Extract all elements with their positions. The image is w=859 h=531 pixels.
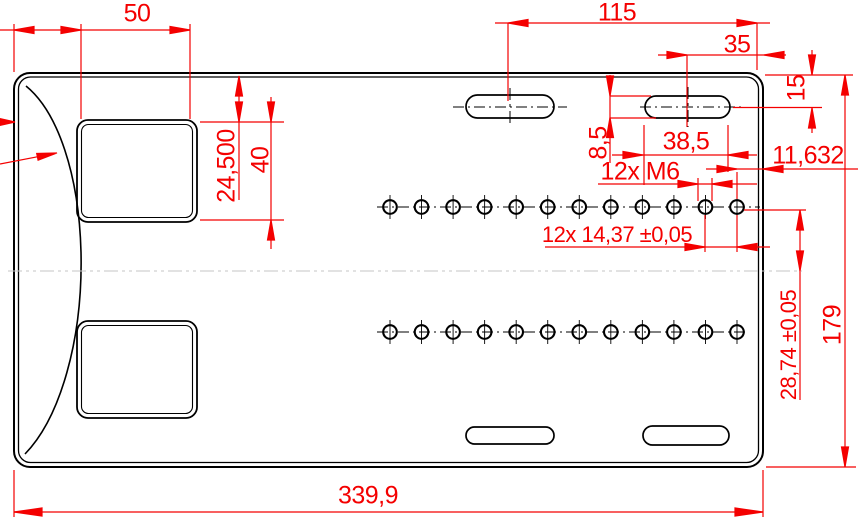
dim-label-28-74: 28,74 ±0,05 (776, 289, 801, 401)
part-outline (13, 72, 764, 468)
dim-label-35: 35 (723, 30, 751, 59)
leader-arrow-curve (0, 152, 58, 165)
dim-label-12x-m6: 12x M6 (600, 157, 680, 186)
dim-label-115: 115 (597, 0, 637, 27)
plate-inner-edge (17, 76, 760, 464)
dim-pitch-14-37 (545, 215, 770, 252)
dim-label-11-632: 11,632 (772, 141, 844, 170)
slot-bottom-left (465, 426, 555, 445)
slot-bottom-right (642, 425, 730, 446)
dim-179 (766, 74, 856, 468)
dim-35 (658, 50, 786, 127)
dim-339-9 (13, 470, 764, 517)
dim-label-38-5: 38,5 (662, 127, 710, 156)
dim-label-50: 50 (123, 0, 151, 28)
dim-11-632 (706, 164, 858, 199)
hole-pattern (382, 195, 745, 344)
dim-label-24500: 24,500 (212, 129, 241, 203)
dim-28-74 (744, 209, 806, 400)
dim-15 (733, 50, 853, 133)
dim-50 (0, 24, 191, 119)
dim-40 (200, 97, 284, 249)
leader-arrow-left-edge (0, 118, 16, 126)
rect-cutout-bottom (76, 320, 198, 419)
dim-label-40: 40 (246, 146, 275, 174)
dim-label-15: 15 (782, 74, 811, 102)
dim-12x-m6 (598, 178, 757, 201)
dim-24500 (234, 75, 244, 200)
dim-label-339-9: 339,9 (337, 481, 399, 510)
dim-label-pitch: 12x 14,37 ±0,05 (541, 222, 693, 247)
dim-8-5 (605, 75, 656, 163)
hole-row-centerlines (377, 206, 760, 333)
dim-38-5 (612, 125, 757, 185)
left-curved-edge (24, 85, 82, 455)
slot-center-marks (453, 87, 744, 127)
dim-115 (495, 18, 770, 101)
rect-cutout-top (76, 119, 198, 223)
dim-label-179: 179 (818, 304, 847, 346)
plate-outer-edge (13, 72, 764, 468)
dim-label-8-5: 8,5 (584, 126, 613, 160)
